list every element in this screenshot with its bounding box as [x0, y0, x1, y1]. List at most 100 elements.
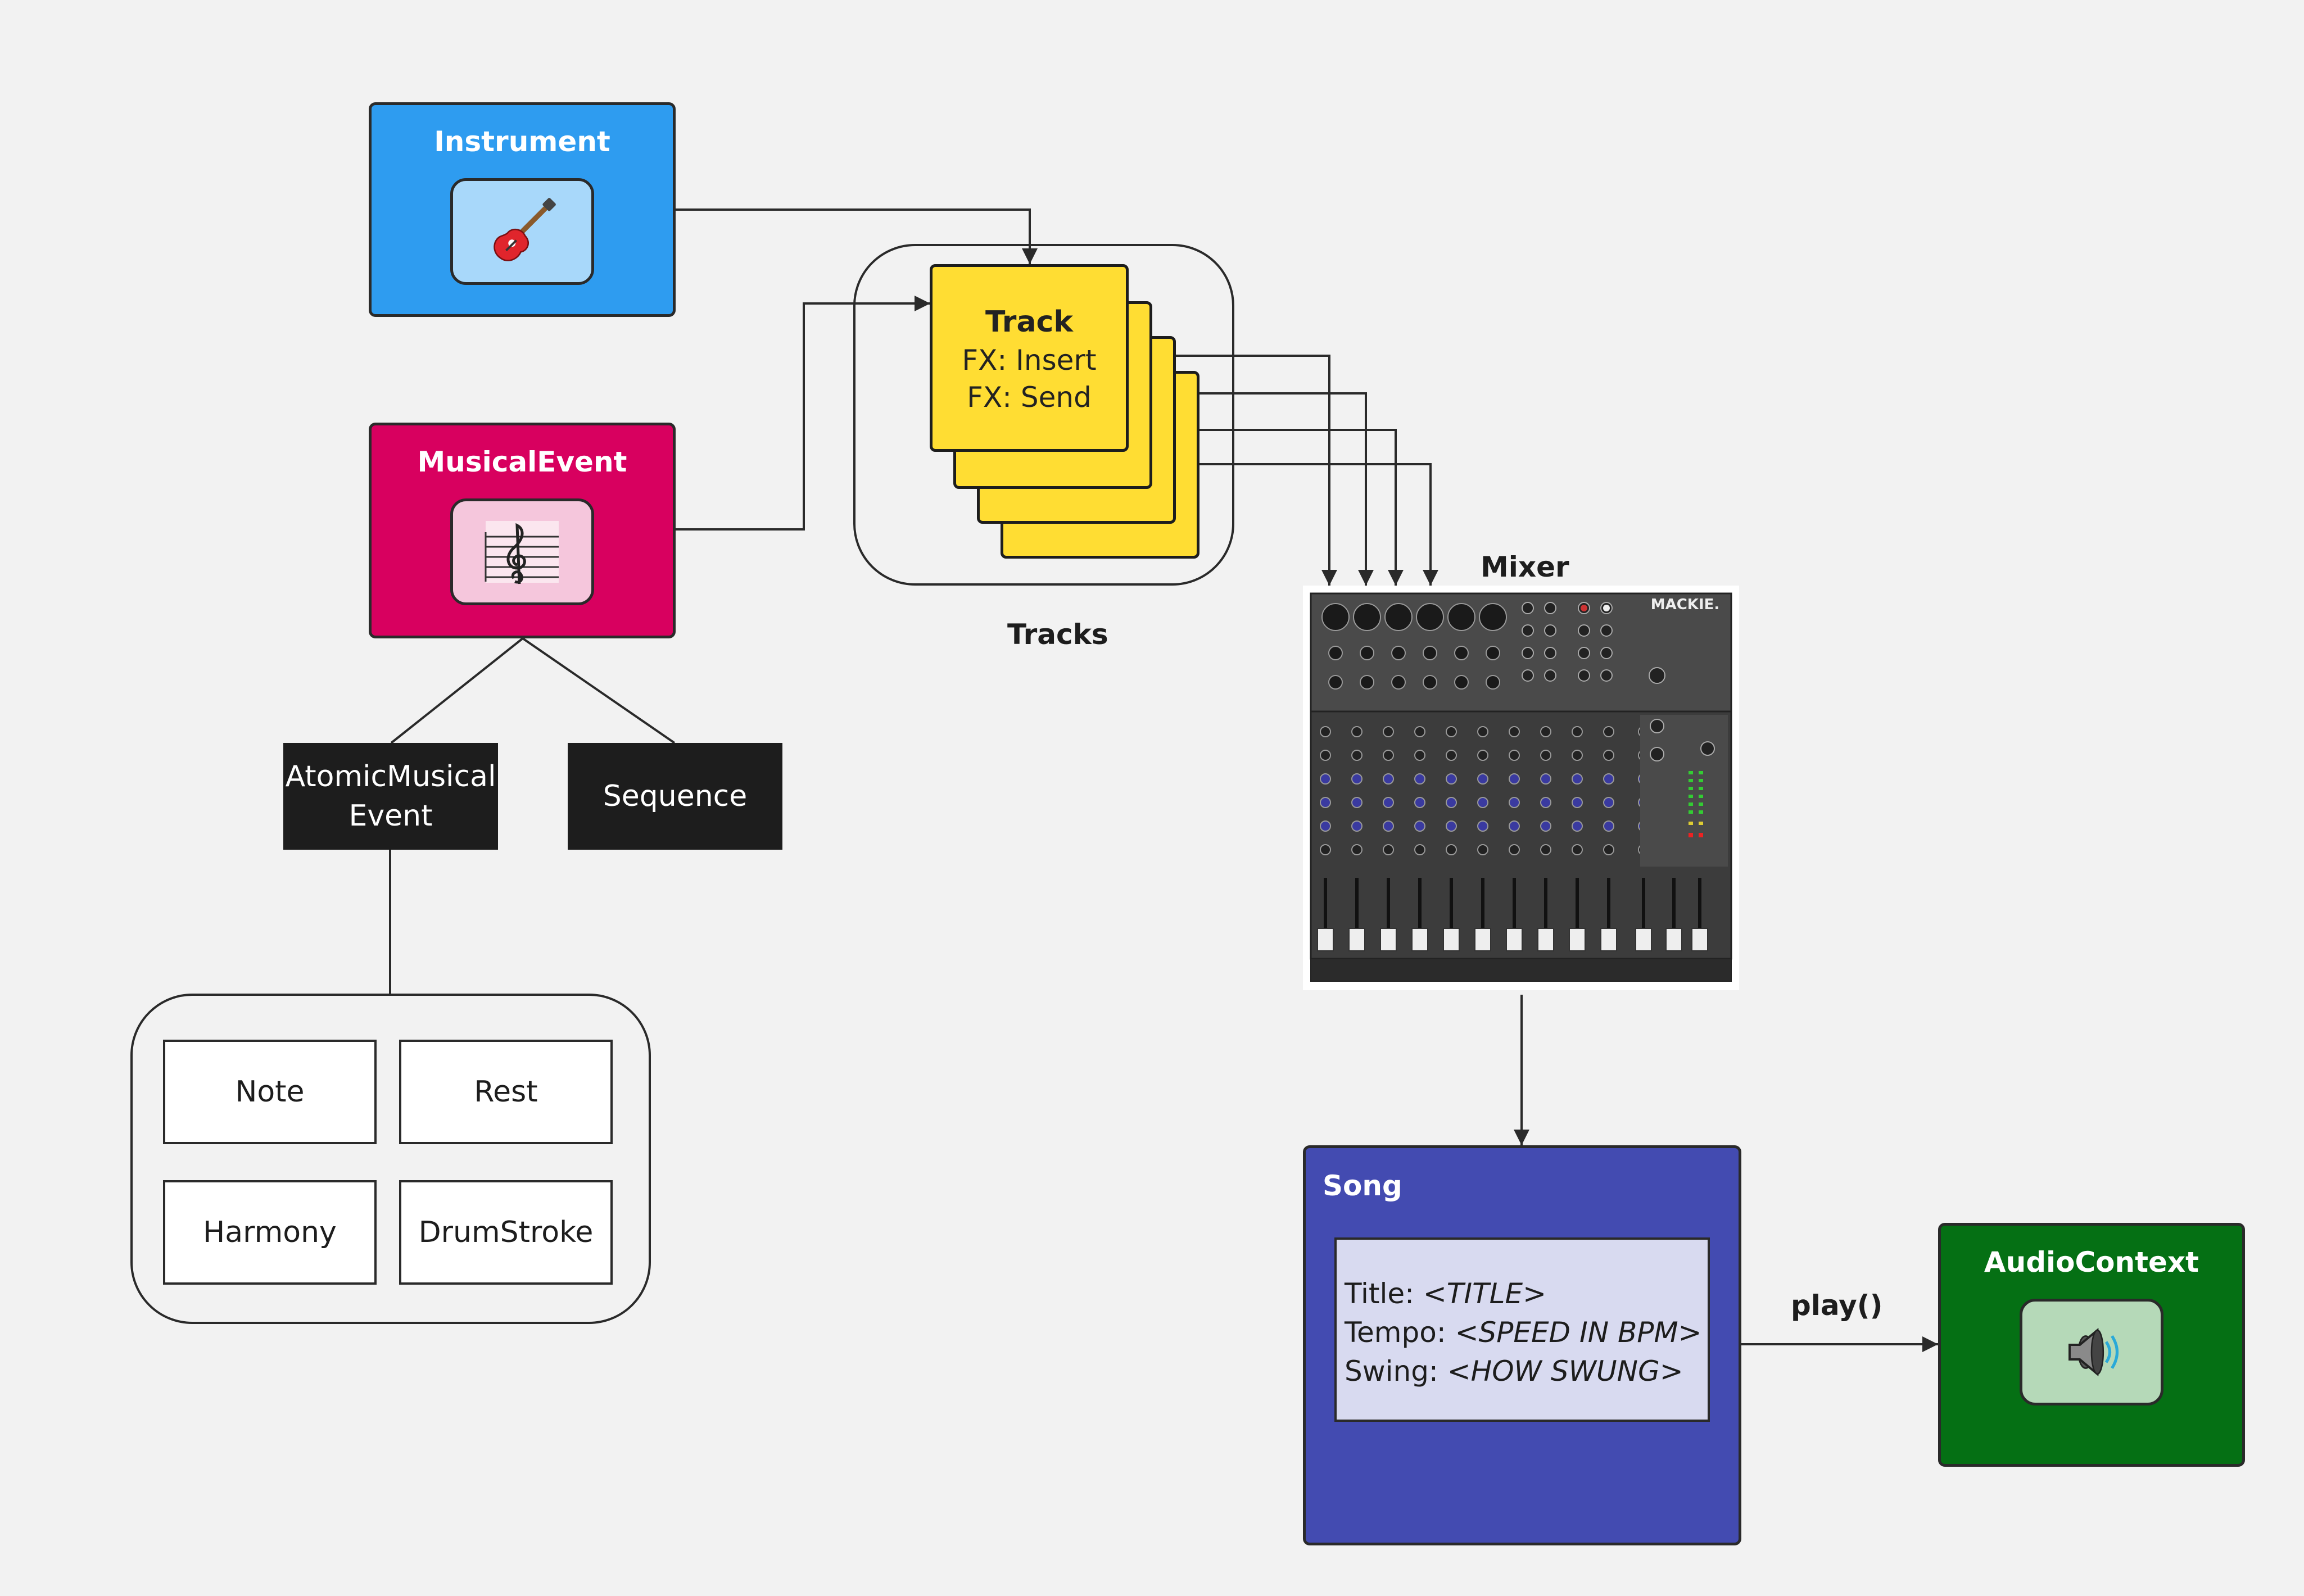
line-musicalevent-to-atomic [390, 637, 524, 744]
mixer-knob [1383, 773, 1394, 785]
song-title-value: <TITLE> [1423, 1277, 1546, 1310]
mixer-knob [1603, 797, 1614, 808]
drumstroke-box[interactable]: DrumStroke [399, 1180, 613, 1285]
mixer-fader-slot [1450, 878, 1453, 951]
mixer-knob [1414, 773, 1425, 785]
mixer-knob [1414, 844, 1425, 855]
mixer-fader-cap [1635, 928, 1652, 951]
guitar-icon [494, 198, 556, 261]
note-box[interactable]: Note [163, 1040, 377, 1144]
song-swing-value: <HOW SWUNG> [1447, 1355, 1683, 1388]
sequence-box[interactable]: Sequence [568, 743, 782, 850]
mixer-knob [1320, 797, 1331, 808]
rest-box[interactable]: Rest [399, 1040, 613, 1144]
musical-event-card[interactable]: MusicalEvent [369, 423, 676, 638]
track-title: Track [985, 305, 1073, 339]
mixer-fader-cap [1665, 928, 1682, 951]
track-fx-insert: FX: Insert [962, 343, 1097, 377]
mixer-knob [1509, 797, 1520, 808]
mixer-knob [1572, 726, 1583, 737]
mixer-fader-cap [1380, 928, 1397, 951]
treble-clef-icon [485, 521, 559, 584]
mixer-knob [1351, 820, 1363, 832]
mixer-fader-slot [1418, 878, 1422, 951]
mixer-knob [1320, 820, 1331, 832]
mixer-knob [1383, 844, 1394, 855]
instrument-title: Instrument [434, 125, 610, 158]
mixer-knob [1446, 750, 1457, 761]
mixer-knob [1572, 750, 1583, 761]
mixer-knob [1603, 750, 1614, 761]
mixer-knob [1446, 797, 1457, 808]
mixer-knob [1540, 820, 1551, 832]
track-card-1[interactable]: Track FX: Insert FX: Send [930, 264, 1129, 452]
mixer-console-icon: MACKIE. [1310, 592, 1732, 982]
mixer-knob [1446, 844, 1457, 855]
musical-event-icon-box [450, 498, 594, 605]
atomic-musical-event-box[interactable]: AtomicMusical Event [283, 743, 498, 850]
mixer-fader-slot [1576, 878, 1579, 951]
mixer-knob [1320, 844, 1331, 855]
mixer-fader-cap [1537, 928, 1554, 951]
rest-label: Rest [474, 1075, 538, 1109]
mixer-fader-slot [1387, 878, 1390, 951]
mixer-knob [1603, 773, 1614, 785]
mixer-knob [1446, 726, 1457, 737]
mixer-knob [1509, 844, 1520, 855]
mixer-fader-cap [1691, 928, 1708, 951]
mixer-fader-slot [1642, 878, 1645, 951]
tracks-group [853, 244, 1234, 586]
mixer-fader-cap [1411, 928, 1428, 951]
harmony-box[interactable]: Harmony [163, 1180, 377, 1285]
mixer-brand: MACKIE. [1651, 596, 1720, 613]
mixer-knob [1509, 773, 1520, 785]
mixer-knob [1320, 773, 1331, 785]
harmony-label: Harmony [203, 1216, 337, 1249]
mixer-label: Mixer [1481, 551, 1569, 583]
mixer-knob [1414, 820, 1425, 832]
mixer-knob [1414, 750, 1425, 761]
mixer-knob [1509, 726, 1520, 737]
song-title: Song [1323, 1169, 1402, 1202]
mixer-knob [1572, 820, 1583, 832]
mixer-knob [1351, 797, 1363, 808]
speaker-icon [2068, 1327, 2119, 1377]
mixer-fader-slot [1481, 878, 1484, 951]
mixer-knob [1572, 797, 1583, 808]
mixer-knob [1572, 773, 1583, 785]
mixer-knob [1540, 773, 1551, 785]
instrument-card[interactable]: Instrument [369, 102, 676, 317]
mixer-fader-slot [1355, 878, 1359, 951]
mixer-image[interactable]: MACKIE. [1303, 586, 1739, 990]
mixer-fader-cap [1569, 928, 1586, 951]
mixer-knob [1477, 726, 1488, 737]
mixer-knob [1383, 797, 1394, 808]
mixer-fader-slot [1513, 878, 1516, 951]
arrow-track2-to-mixer [1174, 392, 1374, 586]
audio-context-title: AudioContext [1984, 1246, 2199, 1278]
mixer-knob [1351, 844, 1363, 855]
play-label: play() [1791, 1289, 1883, 1322]
mixer-fader-cap [1600, 928, 1617, 951]
mixer-knob [1477, 773, 1488, 785]
song-swing-row: Swing: <HOW SWUNG> [1345, 1355, 1683, 1388]
mixer-fader-cap [1317, 928, 1334, 951]
mixer-knob [1540, 726, 1551, 737]
mixer-knob [1351, 726, 1363, 737]
mixer-fader-slot [1607, 878, 1610, 951]
line-musicalevent-to-sequence [522, 637, 676, 744]
track-fx-send: FX: Send [967, 380, 1092, 414]
song-tempo-value: <SPEED IN BPM> [1455, 1316, 1702, 1349]
audio-context-icon-box [2020, 1299, 2163, 1405]
mixer-knob [1540, 750, 1551, 761]
mixer-knob [1540, 797, 1551, 808]
mixer-fader-cap [1506, 928, 1523, 951]
mixer-knob [1477, 820, 1488, 832]
mixer-fader-slot [1544, 878, 1547, 951]
song-properties-box: Title: <TITLE> Tempo: <SPEED IN BPM> Swi… [1334, 1237, 1710, 1422]
audio-context-card[interactable]: AudioContext [1938, 1223, 2245, 1467]
mixer-knob [1414, 797, 1425, 808]
mixer-knob [1383, 750, 1394, 761]
mixer-knob [1320, 726, 1331, 737]
